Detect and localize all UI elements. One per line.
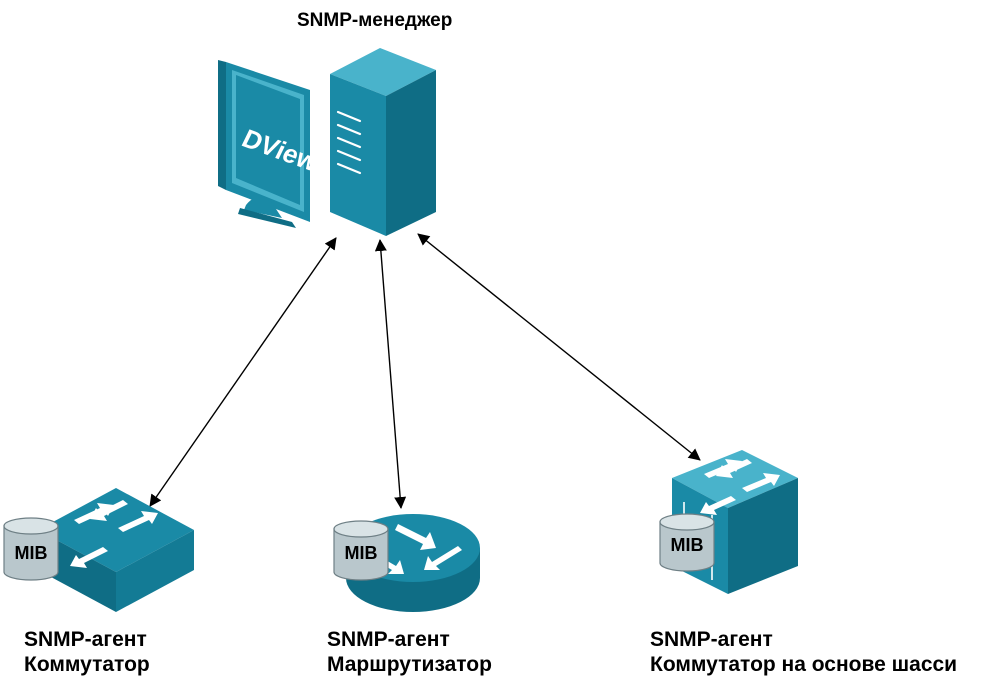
mib-database-icon: MIB [3, 517, 59, 581]
mib-label: MIB [345, 543, 378, 563]
agent-role: SNMP-агент [24, 628, 147, 651]
agent-switch-label: SNMP-агент Коммутатор [24, 627, 150, 677]
agent-device: Маршрутизатор [327, 653, 492, 676]
agent-role: SNMP-агент [650, 628, 773, 651]
agent-device: Коммутатор [24, 653, 150, 676]
connection-arrows [149, 233, 701, 509]
server-tower-icon [330, 48, 436, 236]
connection-arrow-switch [149, 237, 337, 507]
manager-label: SNMP-менеджер [297, 10, 453, 31]
agent-router-label: SNMP-агент Маршрутизатор [327, 627, 492, 677]
mib-database-icon: MIB [333, 520, 389, 581]
mib-label: MIB [15, 543, 48, 563]
connection-arrow-router [374, 239, 407, 509]
connection-arrow-chassis [417, 233, 701, 461]
mib-label: MIB [671, 535, 704, 555]
agent-chassis-switch-label: SNMP-агент Коммутатор на основе шасси [650, 627, 957, 677]
agent-role: SNMP-агент [327, 628, 450, 651]
switch-icon [38, 488, 194, 612]
mib-database-icon: MIB [659, 513, 715, 572]
agent-device: Коммутатор на основе шасси [650, 653, 958, 676]
monitor-icon: DView [218, 60, 324, 228]
